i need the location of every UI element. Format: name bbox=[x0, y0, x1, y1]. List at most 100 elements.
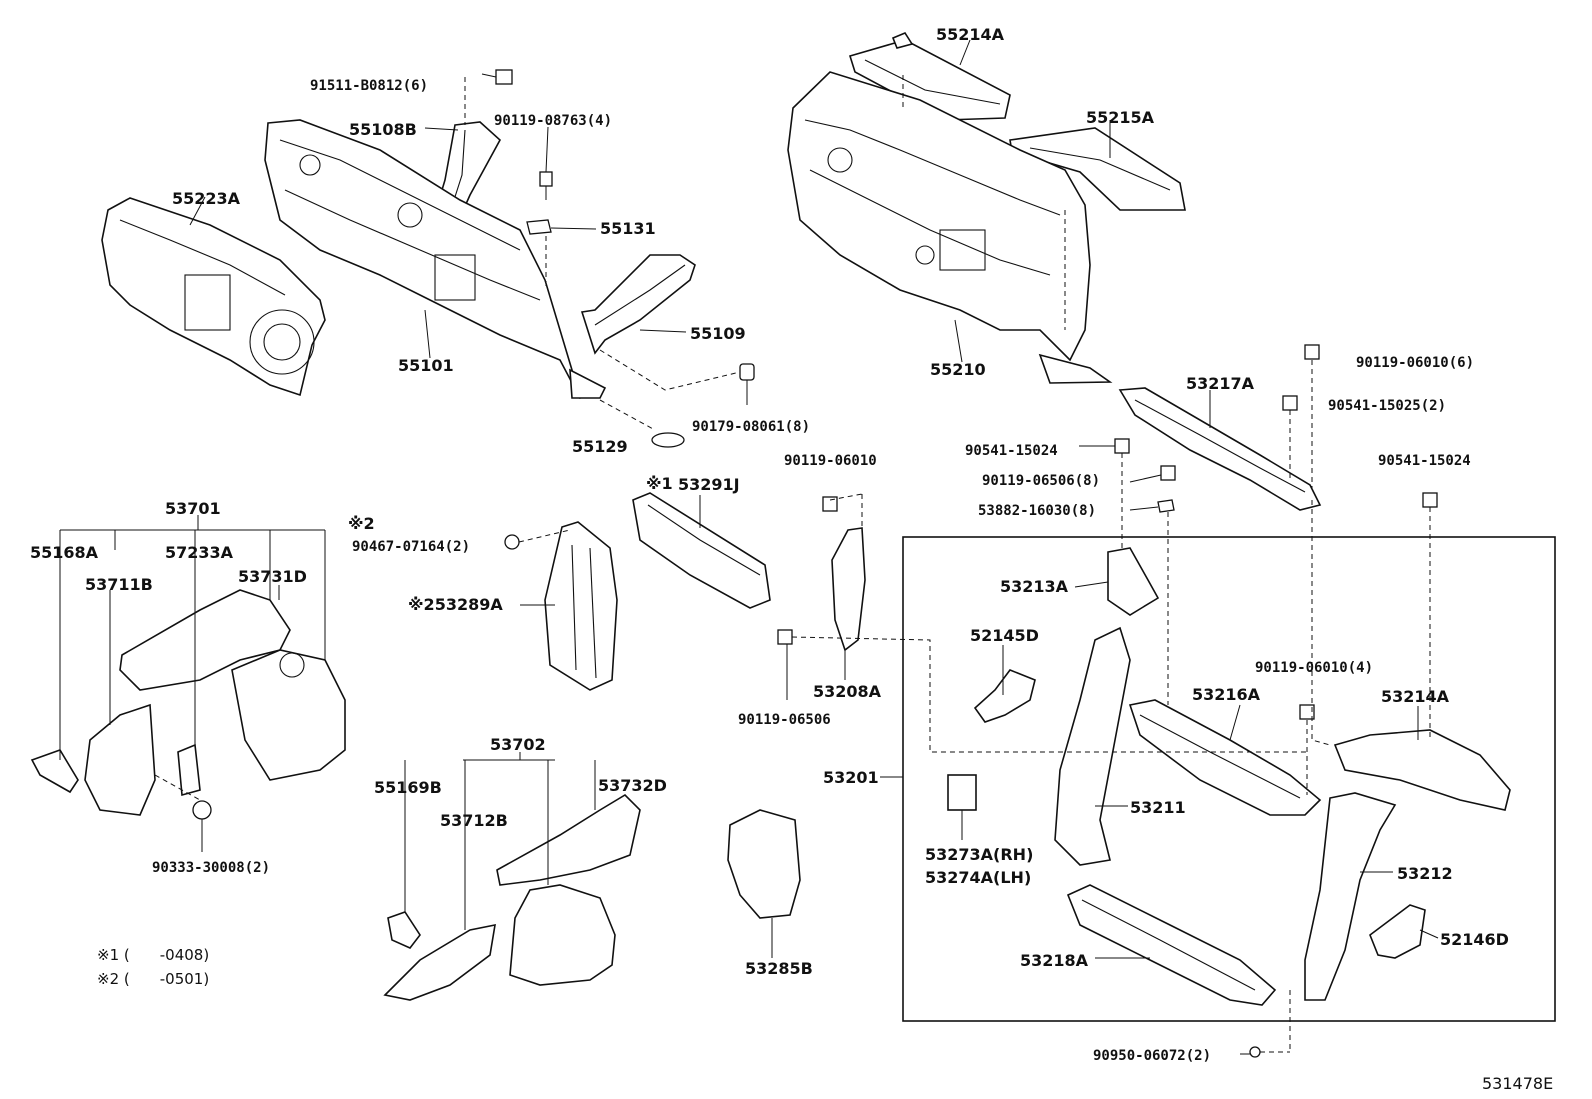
part-90119-06010-6 bbox=[1304, 344, 1320, 360]
label-53217A: 53217A bbox=[1186, 374, 1255, 393]
part-90119-06506 bbox=[777, 629, 793, 645]
part-90119-08763 bbox=[539, 171, 553, 200]
part-53214A bbox=[1333, 729, 1511, 811]
part-90119-06010 bbox=[822, 496, 838, 512]
part-90467 bbox=[504, 534, 520, 550]
part-57233A bbox=[177, 743, 201, 797]
part-55223A bbox=[101, 197, 326, 397]
group-frame bbox=[902, 536, 1556, 1022]
part-91511 bbox=[481, 69, 513, 85]
label-55109: 55109 bbox=[690, 324, 746, 343]
label-55108B: 55108B bbox=[349, 120, 417, 139]
label-90467: 90467-07164(2) bbox=[352, 539, 470, 555]
label-55169B: 55169B bbox=[374, 778, 442, 797]
part-53218A bbox=[1066, 884, 1277, 1006]
part-55210 bbox=[787, 71, 1113, 384]
part-90541-15025 bbox=[1282, 395, 1298, 411]
label-53211: 53211 bbox=[1130, 798, 1186, 817]
label-53201: 53201 bbox=[823, 768, 879, 787]
part-90119-06506-8 bbox=[1160, 465, 1176, 481]
label-57233A: 57233A bbox=[165, 543, 234, 562]
label-53701: 53701 bbox=[165, 499, 221, 518]
label-90179: 90179-08061(8) bbox=[692, 419, 810, 435]
part-55129 bbox=[651, 432, 685, 448]
label-53291J: 53291J bbox=[678, 475, 740, 494]
part-90541-15024b bbox=[1422, 492, 1438, 508]
part-55109 bbox=[580, 254, 696, 355]
label-90119-06010-4: 90119-06010(4) bbox=[1255, 660, 1373, 676]
part-55131 bbox=[526, 219, 552, 235]
label-91511: 91511-B0812(6) bbox=[310, 78, 428, 94]
label-55101: 55101 bbox=[398, 356, 454, 375]
label-53274A: 53274A(LH) bbox=[925, 868, 1031, 887]
note-2: ※2 ( -0501) bbox=[97, 970, 209, 988]
label-52146D: 52146D bbox=[1440, 930, 1509, 949]
label-90119-06010: 90119-06010 bbox=[784, 453, 877, 469]
assembly-lines bbox=[154, 75, 1431, 1053]
label-53882: 53882-16030(8) bbox=[978, 503, 1096, 519]
reference-number: 531478E bbox=[1482, 1074, 1553, 1093]
label-53212: 53212 bbox=[1397, 864, 1453, 883]
part-53216A bbox=[1128, 699, 1322, 816]
part-53285B bbox=[727, 809, 801, 919]
label-55129: 55129 bbox=[572, 437, 628, 456]
part-53273A bbox=[947, 774, 977, 811]
part-55169B bbox=[387, 911, 421, 949]
label-53216A: 53216A bbox=[1192, 685, 1261, 704]
label-53702: 53702 bbox=[490, 735, 546, 754]
part-53217A bbox=[1118, 387, 1322, 511]
part-53208A bbox=[831, 527, 866, 652]
part-90541-15024a bbox=[1114, 438, 1130, 454]
label-90119-06506-8: 90119-06506(8) bbox=[982, 473, 1100, 489]
part-53291J bbox=[632, 492, 771, 609]
part-90333 bbox=[192, 800, 212, 820]
label-90119-06010-6: 90119-06010(6) bbox=[1356, 355, 1474, 371]
labels: 55214A 55215A 55210 91511-B0812(6) 55108… bbox=[30, 25, 1553, 1093]
label-53214A: 53214A bbox=[1381, 687, 1450, 706]
part-52145D bbox=[973, 669, 1036, 723]
label-90541-15024a: 90541-15024 bbox=[965, 443, 1058, 459]
label-55215A: 55215A bbox=[1086, 108, 1155, 127]
label-53731D: 53731D bbox=[238, 567, 307, 586]
leader-lines bbox=[59, 39, 1439, 1055]
label-55210: 55210 bbox=[930, 360, 986, 379]
label-55131: 55131 bbox=[600, 219, 656, 238]
part-53702-apron bbox=[509, 884, 616, 986]
label-53218A: 53218A bbox=[1020, 951, 1089, 970]
part-53711B bbox=[84, 703, 156, 816]
part-53732D bbox=[496, 793, 641, 886]
label-53732D: 53732D bbox=[598, 776, 667, 795]
part-90119-06010-4 bbox=[1299, 704, 1315, 720]
label-90950: 90950-06072(2) bbox=[1093, 1048, 1211, 1064]
label-52145D: 52145D bbox=[970, 626, 1039, 645]
label-53208A: 53208A bbox=[813, 682, 882, 701]
label-53289A: ※253289A bbox=[408, 595, 503, 614]
label-55223A: 55223A bbox=[172, 189, 241, 208]
note-1: ※1 ( -0408) bbox=[97, 946, 209, 964]
mark-1-53291J: ※1 bbox=[646, 474, 673, 493]
part-53212 bbox=[1304, 792, 1397, 1001]
label-55214A: 55214A bbox=[936, 25, 1005, 44]
part-53701-apron bbox=[231, 649, 346, 781]
part-90179 bbox=[739, 363, 755, 381]
label-53213A: 53213A bbox=[1000, 577, 1069, 596]
part-55214A bbox=[848, 32, 1011, 121]
label-90541-15025: 90541-15025(2) bbox=[1328, 398, 1446, 414]
part-52146D bbox=[1369, 904, 1426, 959]
part-90950 bbox=[1249, 1046, 1261, 1058]
label-53273A: 53273A(RH) bbox=[925, 845, 1033, 864]
label-90119-06506: 90119-06506 bbox=[738, 712, 831, 728]
part-53289A bbox=[544, 521, 618, 691]
label-90541-15024b: 90541-15024 bbox=[1378, 453, 1471, 469]
part-55168A bbox=[30, 749, 79, 794]
part-53211 bbox=[1054, 626, 1131, 866]
part-55101 bbox=[264, 119, 607, 400]
label-53711B: 53711B bbox=[85, 575, 153, 594]
mark-2-top: ※2 bbox=[348, 514, 375, 533]
label-55168A: 55168A bbox=[30, 543, 99, 562]
part-53882 bbox=[1157, 499, 1175, 513]
label-53285B: 53285B bbox=[745, 959, 813, 978]
label-90333: 90333-30008(2) bbox=[152, 860, 270, 876]
label-53712B: 53712B bbox=[440, 811, 508, 830]
